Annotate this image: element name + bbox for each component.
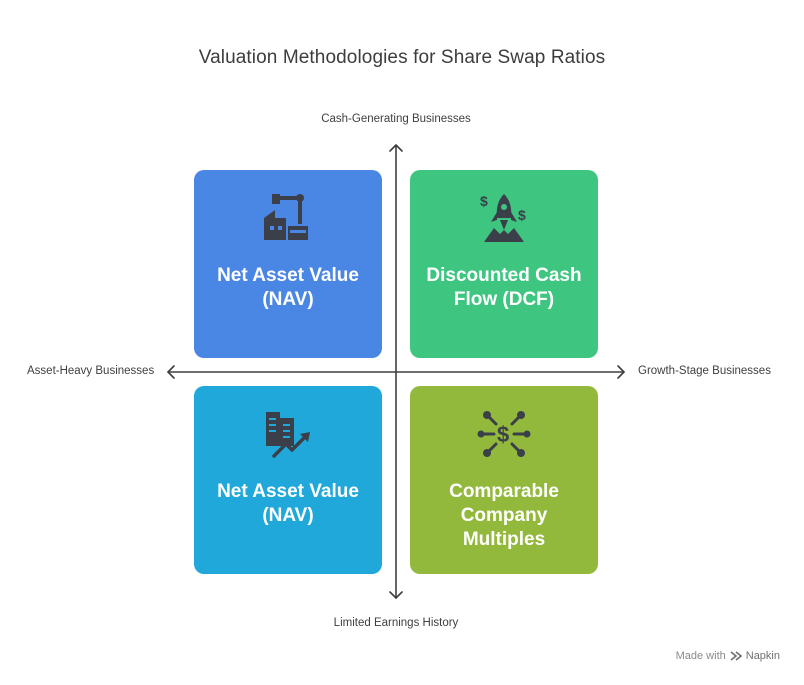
quadrant-card-bottom-right: $ Comparable Company Multiples [410,386,598,574]
quadrant-label: Comparable Company Multiples [449,481,559,550]
dollar-network-icon: $ [477,411,531,457]
svg-text:$: $ [518,207,526,223]
arrow-right-icon [617,365,625,379]
napkin-brand-text: Napkin [745,650,780,662]
arrow-left-icon [167,365,175,379]
axis-label-left: Asset-Heavy Businesses [27,365,155,377]
quadrant-label: Discounted Cash Flow (DCF) [426,265,582,310]
axis-label-top: Cash-Generating Businesses [321,113,471,125]
building-growth-chart-icon [266,412,310,458]
rocket-dollar-icon: $ $ [480,193,526,242]
quadrant-label: Net Asset Value (NAV) [217,481,359,526]
axis-label-right: Growth-Stage Businesses [638,365,771,377]
quadrant-card-bottom-left: Net Asset Value (NAV) [194,386,382,574]
svg-text:$: $ [480,193,488,209]
svg-text:$: $ [497,422,509,447]
made-with-text: Made with [675,650,726,662]
quadrant-card-top-right: $ $ Discounted Cash Flow (DCF) [410,170,598,358]
factory-robot-arm-icon [264,194,308,240]
arrow-down-icon [389,591,403,599]
axis-label-bottom: Limited Earnings History [333,617,459,629]
napkin-logo-icon [730,651,742,661]
arrow-up-icon [389,144,403,152]
diagram-title: Valuation Methodologies for Share Swap R… [198,47,606,68]
quadrant-card-top-left: Net Asset Value (NAV) [194,170,382,358]
quadrant-label: Net Asset Value (NAV) [217,265,359,310]
footer-credit[interactable]: Made with Napkin [676,650,780,662]
